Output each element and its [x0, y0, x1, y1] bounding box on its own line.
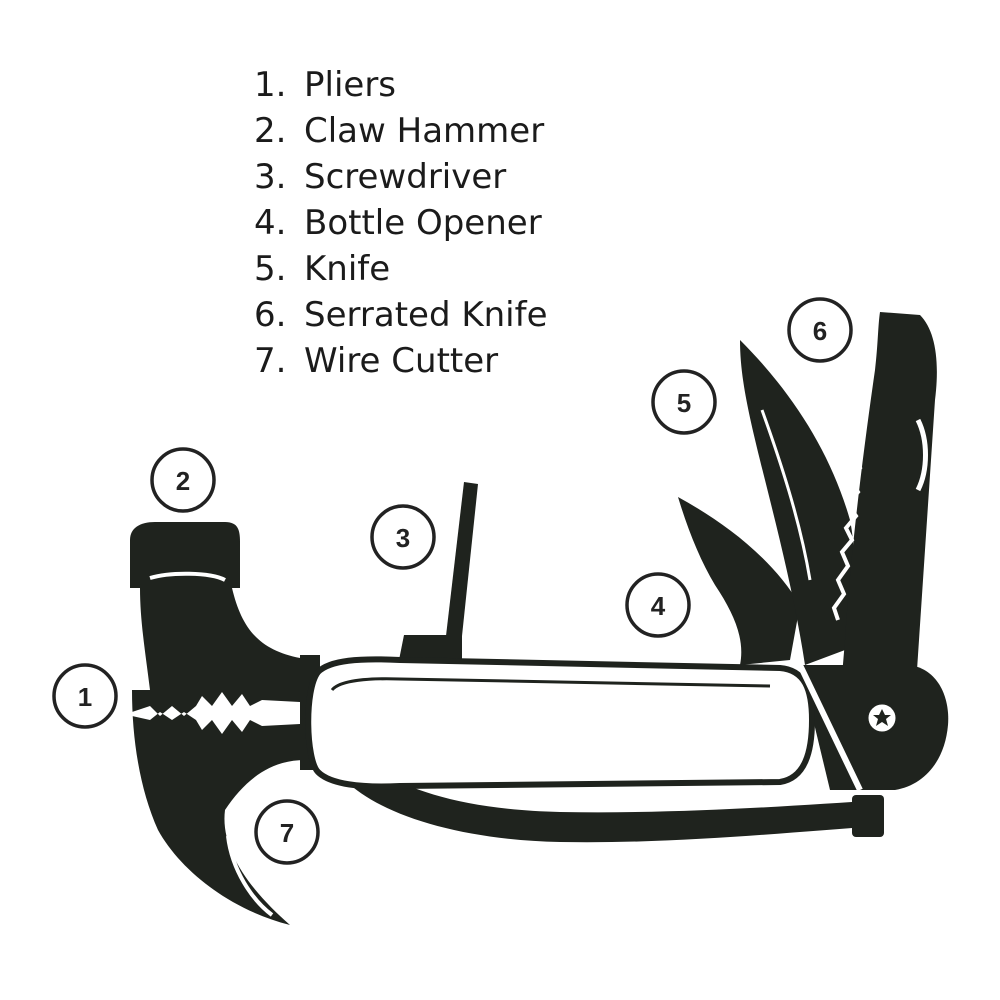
- legend-item-claw-hammer: 2.Claw Hammer: [254, 111, 545, 151]
- callout-circle-7: [254, 799, 320, 865]
- hammer-body: [132, 690, 305, 925]
- legend-item-knife: 5.Knife: [254, 249, 391, 289]
- serrated-edge: [831, 343, 873, 621]
- callout-number-1: 1: [78, 682, 92, 712]
- callout-number-4: 4: [651, 591, 666, 621]
- arm-end-cap: [852, 795, 884, 837]
- callout-circle-4: [625, 572, 691, 638]
- handle: [305, 656, 816, 790]
- hammer-neck: [140, 588, 300, 690]
- handle-pivot-edge: [797, 663, 863, 792]
- serrated-knife-blade: [840, 312, 937, 700]
- callout-circle-5: [651, 369, 717, 435]
- legend-item-wire-cutter: 7.Wire Cutter: [254, 341, 499, 381]
- pliers-teeth: [132, 692, 300, 734]
- serrated-knife-slot: [915, 418, 928, 492]
- legend-item-pliers: 1.Pliers: [254, 65, 397, 105]
- callout-number-6: 6: [813, 316, 827, 346]
- callout-number-5: 5: [677, 388, 691, 418]
- knife-blade: [740, 340, 854, 665]
- callout-circle-6: [787, 297, 853, 363]
- legend-item-serrated-knife: 6.Serrated Knife: [254, 295, 548, 335]
- hammer-head: [130, 522, 240, 588]
- legend-item-screwdriver: 3.Screwdriver: [254, 157, 507, 197]
- wire-cutter-arm: [345, 768, 882, 843]
- callout-number-7: 7: [280, 818, 294, 848]
- callout-circle-3: [370, 504, 436, 570]
- callout-number-3: 3: [396, 523, 410, 553]
- hammer-head-highlight: [149, 571, 226, 582]
- screwdriver-shaft: [444, 482, 478, 655]
- knife-highlight: [760, 409, 812, 581]
- bottle-opener-blade: [678, 497, 800, 665]
- legend-item-bottle-opener: 4.Bottle Opener: [254, 203, 542, 243]
- callout-number-2: 2: [176, 466, 190, 496]
- callout-circle-1: [52, 663, 118, 729]
- pivot-screw-star-icon: [873, 709, 891, 726]
- tool-legend: 1.Pliers 2.Claw Hammer 3.Screwdriver 4.B…: [254, 62, 548, 384]
- callout-circle-2: [150, 447, 216, 513]
- claw-highlight: [226, 835, 274, 917]
- handle-inner-line: [330, 677, 771, 692]
